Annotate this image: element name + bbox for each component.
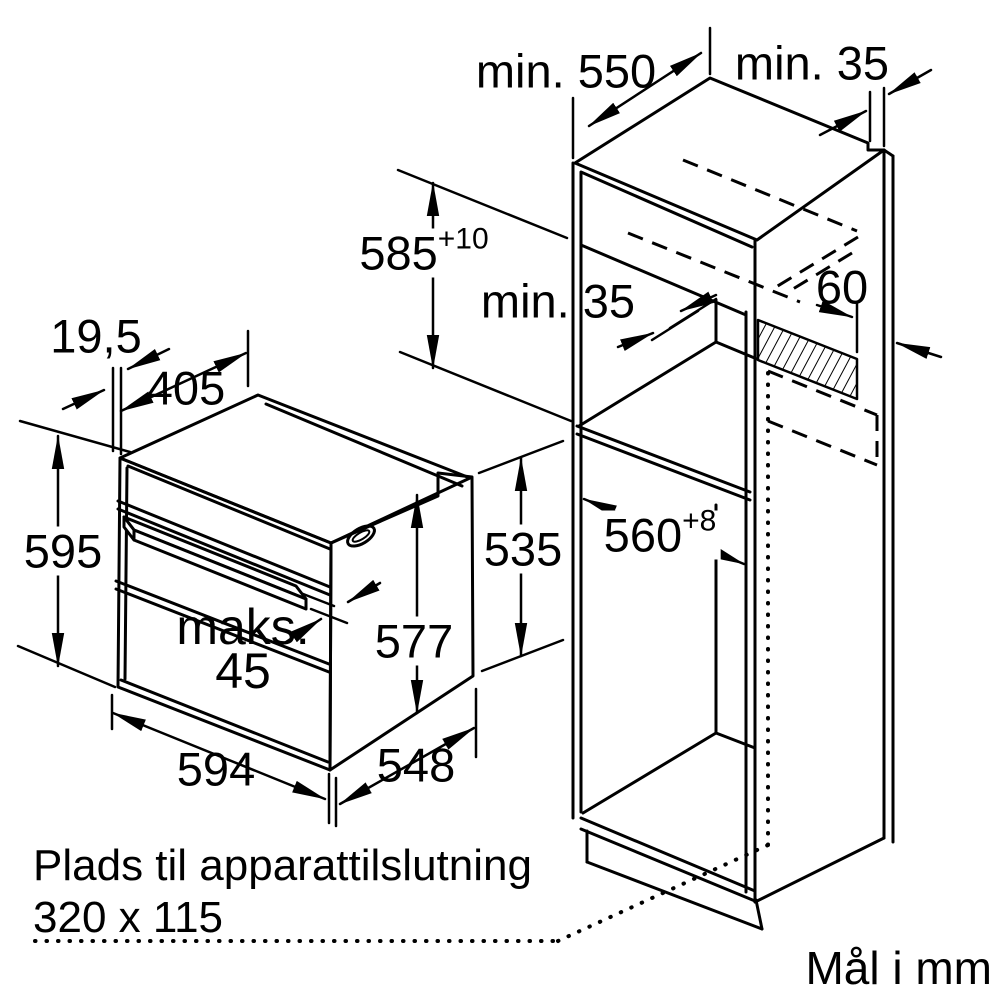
dim-vent-gap: 60 <box>815 260 869 314</box>
dim-top-setback: 405 <box>146 361 226 415</box>
oven-side-grip-hole <box>346 524 376 548</box>
dim-door-protrusion-word: maks. <box>176 599 310 655</box>
dim-niche-height: 585+10 <box>355 224 493 280</box>
dim-niche-width: 560+8 <box>599 506 721 562</box>
oven-door-handle <box>122 515 308 611</box>
dim-side-height: 577 <box>370 616 458 666</box>
dim-front-overhang: 19,5 <box>50 309 142 363</box>
dim-door-protrusion-value: 45 <box>215 643 271 699</box>
dim-shelf-rear-gap: min. 35 <box>480 274 636 328</box>
dim-cabinet-top-depth: min. 550 <box>475 44 657 98</box>
cabinet-outline <box>571 76 895 931</box>
dim-rear-height: 535 <box>479 524 567 574</box>
dim-oven-width: 594 <box>176 742 256 796</box>
dim-niche-width-value: 560 <box>603 508 683 562</box>
connection-note-line1: Plads til apparattilslutning <box>33 841 532 890</box>
dim-wall-gap-top: min. 35 <box>734 36 890 90</box>
dim-niche-height-value: 585 <box>359 226 438 280</box>
vent-hatch-strip <box>756 318 859 401</box>
oven-outline <box>114 393 475 772</box>
dim-niche-height-tolerance: +10 <box>437 222 489 256</box>
dim-niche-width-tolerance: +8 <box>682 504 717 538</box>
connection-space-dotted-line <box>33 366 770 943</box>
units-note: Mål i mm <box>805 942 992 994</box>
connection-note-line2: 320 x 115 <box>33 893 224 942</box>
hidden-edges <box>627 158 879 467</box>
dim-oven-height: 595 <box>19 526 107 576</box>
dim-oven-depth: 548 <box>376 738 456 792</box>
